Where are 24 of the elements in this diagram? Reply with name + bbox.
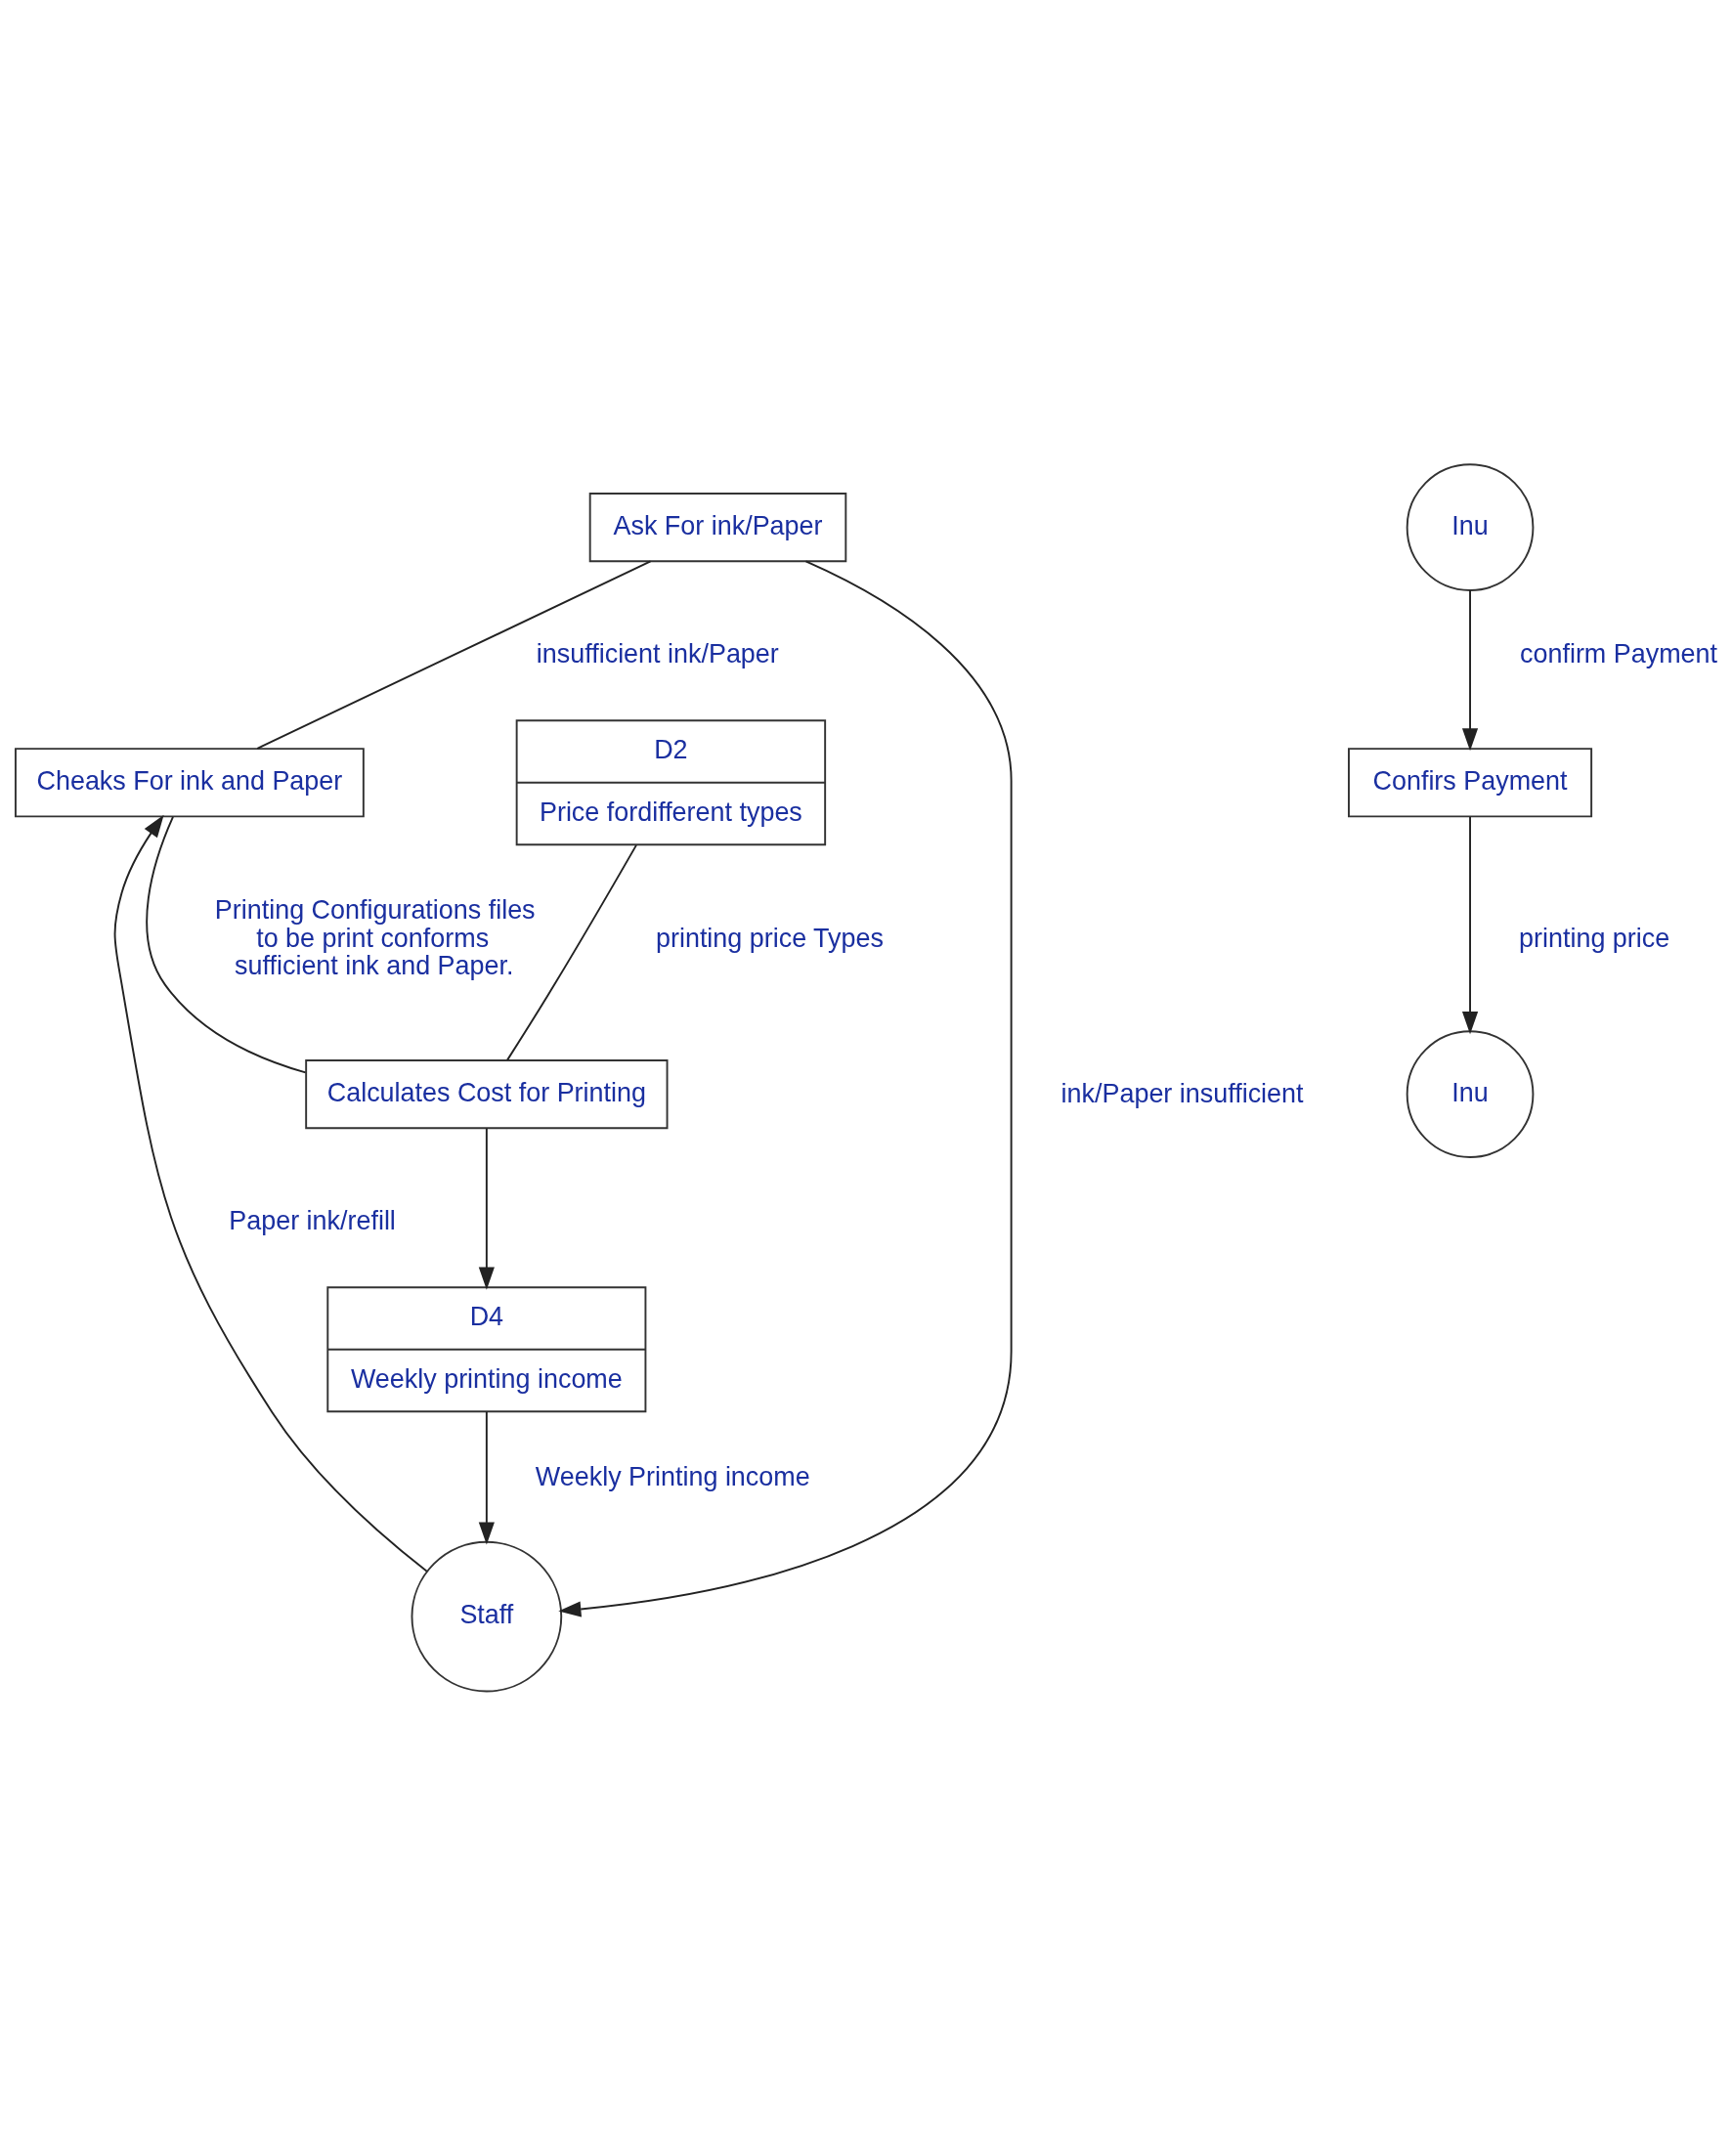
edge-label: Printing Configurations files to be print conforms sufficient ink and Paper. <box>214 894 536 981</box>
node-box: Confirs Payment <box>1348 748 1593 818</box>
arrow <box>478 1410 495 1545</box>
node-circle: Inu <box>1406 463 1535 591</box>
arrow <box>1461 815 1479 1035</box>
connector <box>146 816 307 1074</box>
arrow <box>1461 588 1479 752</box>
node-circle: Staff <box>411 1540 563 1693</box>
edge-label: Paper ink/refill <box>229 1206 396 1235</box>
arrow <box>558 560 1013 1617</box>
edge-label: confirm Payment <box>1520 639 1718 669</box>
node-box: Cheaks For ink and Paper <box>14 748 365 818</box>
edge-label: printing price Types <box>656 923 884 953</box>
node-box: Calculates Cost for Printing <box>305 1059 669 1130</box>
edge-label: ink/Paper insufficient <box>1061 1078 1304 1108</box>
connector <box>256 560 652 750</box>
node-box: Ask For ink/Paper <box>588 493 847 563</box>
arrow <box>478 1127 495 1290</box>
connector <box>506 843 637 1061</box>
edge-label: insufficient ink/Paper <box>536 639 779 669</box>
edge-label: Weekly Printing income <box>535 1461 810 1491</box>
edge-label: printing price <box>1519 923 1670 953</box>
node-circle: Inu <box>1406 1030 1535 1158</box>
arrow <box>113 814 428 1573</box>
